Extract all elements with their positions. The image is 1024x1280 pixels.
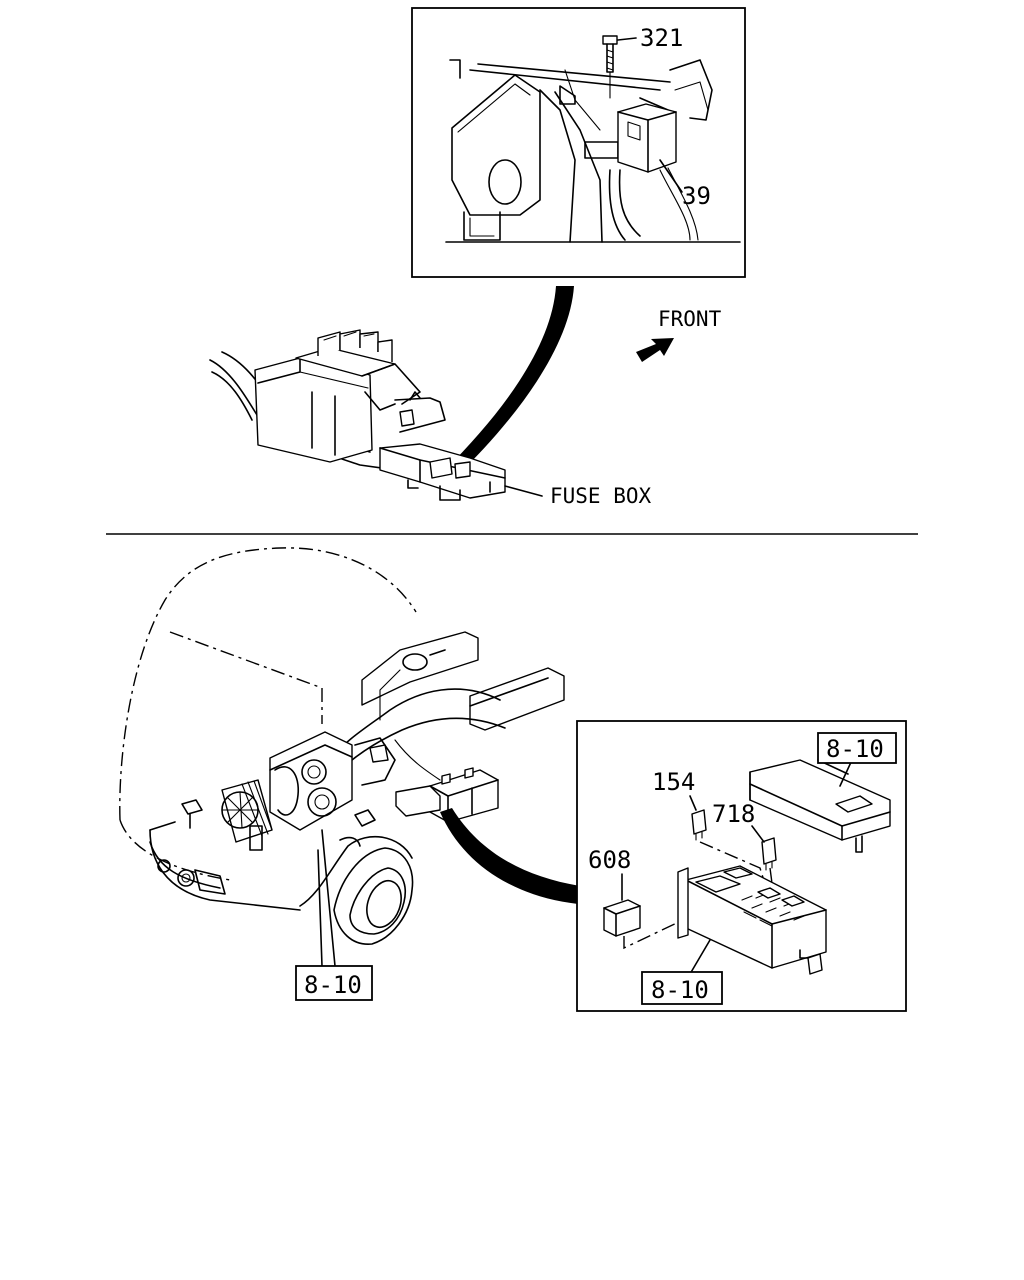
ref-box-cover <box>817 732 897 764</box>
ref-box-base <box>641 971 723 1005</box>
inset-connector <box>445 286 574 478</box>
ref-cover-label: 8-10 <box>826 735 884 763</box>
front-indicator: FRONT <box>636 307 722 362</box>
ref-harness-label: 8-10 <box>304 971 362 999</box>
ref-box-harness <box>295 965 373 1001</box>
callout-718: 718 <box>712 800 755 828</box>
inset-body-panel <box>451 74 541 216</box>
detail-connector <box>440 808 580 904</box>
bolt-321-head <box>602 35 618 45</box>
relay-154-shape <box>691 809 707 835</box>
top-inset-frame <box>411 7 746 278</box>
relay-39-shape <box>617 103 677 173</box>
relay-718-shape <box>761 837 777 865</box>
top-detail-inset: 321 39 <box>411 7 746 278</box>
fuse-box-detail-inset: 8-10 154 718 608 8-10 <box>576 720 907 1012</box>
callout-321: 321 <box>640 24 683 52</box>
fuse-box-assembly: FUSE BOX <box>209 329 652 508</box>
fuse-box-label: FUSE BOX <box>550 484 652 508</box>
callout-154: 154 <box>652 768 695 796</box>
front-label: FRONT <box>658 307 722 331</box>
callout-608: 608 <box>588 846 631 874</box>
cab-outline <box>119 547 417 821</box>
vehicle-overview: 8-10 <box>119 547 565 1001</box>
front-arrow-icon <box>636 338 674 362</box>
callout-39: 39 <box>682 182 711 210</box>
ref-box-label: 8-10 <box>651 976 709 1004</box>
